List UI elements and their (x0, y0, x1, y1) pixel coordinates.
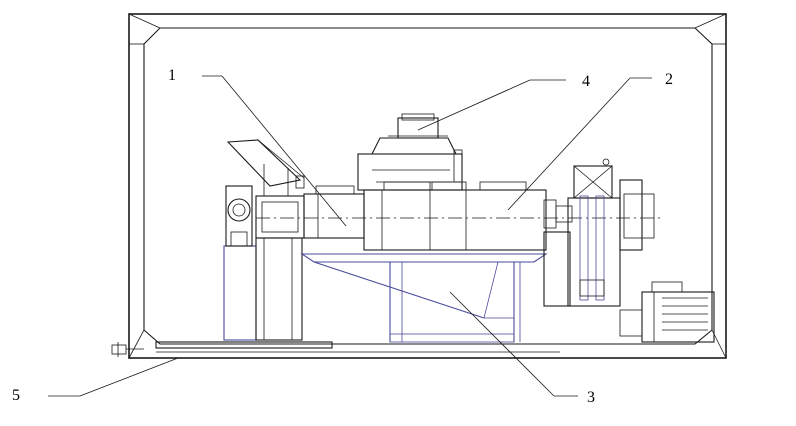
right-bearing-stand (543, 158, 655, 307)
left-drive-unit (223, 185, 305, 341)
leader-3-diag (449, 291, 555, 397)
callout-5: 5 (12, 387, 20, 404)
base-skid (111, 341, 560, 357)
callout-3: 3 (587, 389, 595, 406)
enclosure-frame (128, 13, 727, 359)
leader-lines (48, 75, 652, 397)
leader-1-diag (221, 75, 347, 227)
leader-4-diag (417, 79, 531, 131)
callout-1: 1 (168, 67, 176, 84)
leader-5-diag (79, 357, 179, 397)
main-housing (363, 181, 573, 251)
feed-hopper (226, 139, 305, 196)
leader-2-diag (507, 77, 631, 211)
right-motor (619, 281, 715, 343)
upper-drive (357, 113, 463, 191)
callout-2: 2 (665, 71, 673, 88)
support-frame (300, 253, 548, 343)
callout-4: 4 (582, 73, 590, 90)
